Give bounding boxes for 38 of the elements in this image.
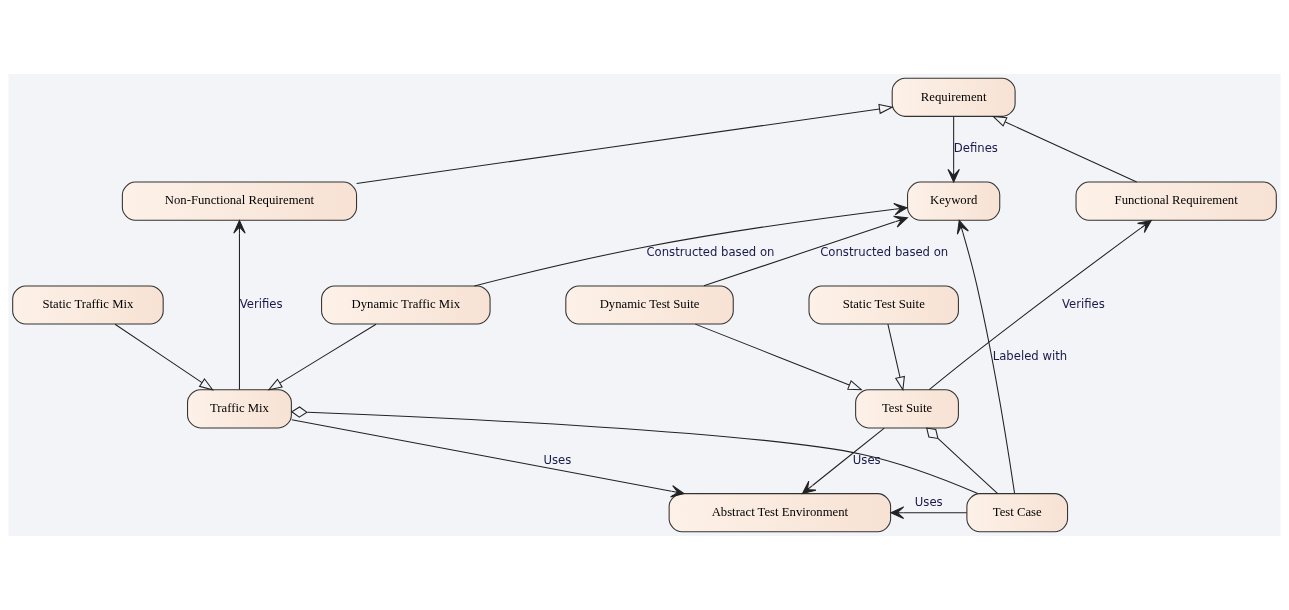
node-box: Keyword [907, 181, 1001, 221]
node-box: Static Test Suite [808, 285, 959, 325]
arrow [694, 323, 863, 391]
edge-label: Verifies [1062, 296, 1105, 311]
node-box: Functional Requirement [1075, 181, 1277, 221]
arrow [928, 219, 1152, 391]
connector [290, 406, 979, 495]
node-box: Traffic Mix [187, 389, 292, 429]
edge-label: Uses [852, 452, 881, 467]
arrow [291, 419, 685, 498]
arrow [956, 219, 1016, 494]
node-box: Test Case [966, 493, 1069, 533]
connector [926, 427, 999, 495]
arrow [114, 323, 214, 391]
node-box: Requirement [891, 77, 1016, 117]
edge-label: Uses [543, 452, 572, 467]
arrow [801, 427, 885, 495]
edge-label: Constructed based on [820, 245, 949, 260]
node-box: Static Traffic Mix [12, 285, 164, 325]
edge-label: Constructed based on [646, 245, 775, 260]
arrow [356, 103, 894, 184]
node-box: Dynamic Traffic Mix [321, 285, 491, 325]
node-box: Dynamic Test Suite [565, 285, 734, 325]
arrow [947, 116, 960, 183]
arrow [267, 323, 377, 391]
arrow [887, 323, 905, 392]
edge-label: Defines [953, 141, 998, 156]
node-box: Non-Functional Requirement [121, 181, 358, 221]
edge-label: Labeled with [992, 348, 1068, 363]
arrow [890, 506, 968, 519]
arrow [233, 219, 246, 391]
arrow [703, 215, 908, 287]
arrow [991, 115, 1138, 183]
node-box: Test Suite [855, 389, 959, 429]
arrow [473, 203, 908, 287]
edge-label: Uses [914, 495, 943, 510]
edge-label: Verifies [239, 296, 283, 311]
node-box: Abstract Test Environment [668, 493, 892, 533]
